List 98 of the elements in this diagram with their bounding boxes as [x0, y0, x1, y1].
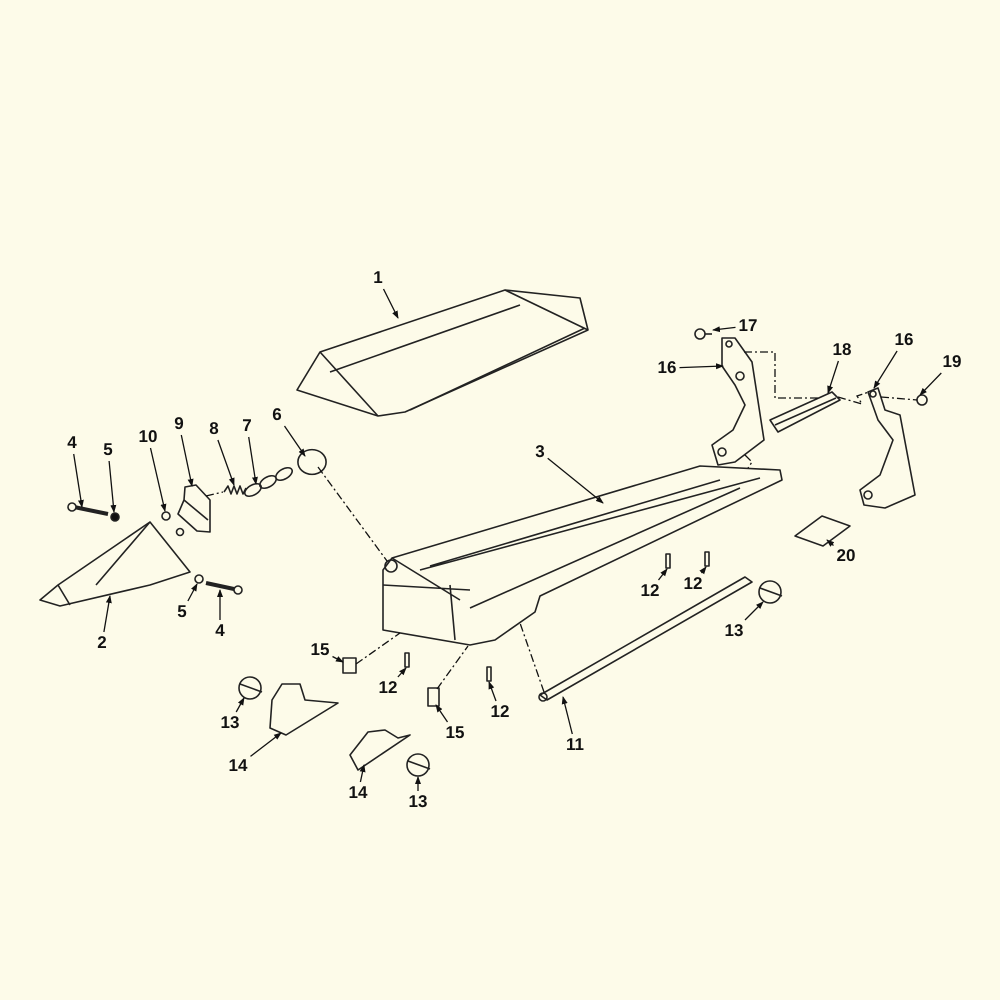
- callout-number: 15: [446, 724, 464, 742]
- leader-line: [217, 440, 235, 486]
- plate-drawing: [794, 515, 851, 547]
- callout-number: 2: [97, 634, 107, 652]
- clip-drawing: [406, 753, 430, 777]
- centerline: [356, 632, 400, 665]
- bracket-drawing: [177, 484, 211, 533]
- callout-number: 11: [566, 736, 584, 754]
- callout-number: 13: [220, 714, 240, 732]
- centerline: [744, 351, 818, 399]
- callout-number: 16: [658, 359, 676, 377]
- leader-line: [873, 350, 898, 389]
- centerline: [436, 646, 469, 690]
- callout-number: 5: [177, 603, 187, 621]
- chain-link-drawing: [297, 448, 327, 476]
- leader-line: [679, 363, 724, 370]
- centerline: [744, 454, 753, 468]
- leader-line: [248, 436, 258, 485]
- leader-line: [919, 372, 942, 396]
- leader-line: [488, 681, 497, 702]
- leader-line: [150, 448, 166, 512]
- leader-line: [73, 454, 84, 508]
- callout-number: 16: [894, 331, 914, 349]
- pin-drawing: [665, 553, 671, 569]
- bracket-drawing: [859, 387, 916, 509]
- crop-divider-drawing: [39, 521, 191, 607]
- leader-line: [217, 589, 223, 620]
- leader-line: [827, 360, 840, 394]
- chain-drawing: [244, 466, 293, 498]
- leader-line: [415, 776, 421, 791]
- callout-number: 12: [640, 582, 660, 600]
- pin-drawing: [704, 551, 710, 567]
- spring-drawing: [223, 485, 247, 495]
- callout-number: 13: [408, 793, 428, 811]
- callout-number: 14: [348, 784, 368, 802]
- callout-number: 10: [138, 428, 158, 446]
- bolt-drawing: [206, 581, 243, 595]
- callout-number: 3: [535, 443, 545, 461]
- callout-number: 8: [209, 420, 219, 438]
- callout-number: 6: [272, 406, 282, 424]
- leader-line: [187, 583, 198, 602]
- leader-line: [284, 426, 306, 457]
- callout-number: 4: [215, 622, 225, 640]
- callout-number: 15: [310, 641, 330, 659]
- leader-line: [397, 667, 407, 678]
- leader-line: [108, 460, 116, 513]
- leader-line: [250, 732, 282, 757]
- leader-line: [699, 566, 707, 574]
- callout-number: 20: [836, 547, 856, 565]
- nut-drawing: [194, 574, 204, 584]
- bracket-drawing: [711, 337, 765, 466]
- leader-line: [382, 288, 399, 319]
- nut-drawing: [110, 512, 120, 522]
- callout-number: 9: [174, 415, 184, 433]
- leader-line: [103, 595, 112, 632]
- nut-drawing: [161, 511, 171, 521]
- pin-drawing: [486, 666, 492, 682]
- leader-line: [547, 458, 604, 504]
- callout-number: 19: [942, 353, 962, 371]
- plate-drawing: [269, 683, 339, 736]
- clip-drawing: [427, 687, 440, 707]
- channel-drawing: [769, 391, 841, 433]
- bolt-drawing: [67, 502, 108, 516]
- callout-number: 4: [67, 434, 77, 452]
- leader-line: [332, 656, 344, 663]
- centerline: [880, 396, 918, 401]
- leader-line: [236, 697, 245, 712]
- plate-drawing: [349, 729, 411, 771]
- centerline: [206, 491, 224, 497]
- nut-drawing: [916, 394, 928, 406]
- callout-number: 14: [228, 757, 248, 775]
- clip-drawing: [238, 676, 262, 700]
- leader-line: [658, 568, 668, 580]
- clip-drawing: [342, 657, 357, 674]
- hood-drawing: [296, 289, 589, 417]
- leader-line: [562, 696, 573, 734]
- pin-drawing: [404, 652, 410, 668]
- leader-line: [180, 434, 194, 487]
- leader-line: [744, 601, 764, 620]
- centerline: [317, 466, 388, 562]
- callout-number: 7: [242, 417, 252, 435]
- leader-line: [712, 326, 736, 332]
- leader-line: [826, 539, 834, 547]
- callout-number: 17: [738, 317, 758, 335]
- centerline: [519, 622, 545, 692]
- leader-line: [435, 704, 448, 722]
- centerline: [838, 391, 870, 406]
- callout-number: 12: [684, 575, 702, 593]
- callout-number: 13: [724, 622, 744, 640]
- callout-number: 5: [103, 441, 113, 459]
- callout-number: 18: [832, 341, 852, 359]
- clip-drawing: [758, 580, 782, 604]
- bolt-drawing: [694, 328, 712, 340]
- leader-line: [360, 764, 366, 782]
- rod-drawing: [538, 576, 753, 702]
- callout-number: 12: [378, 679, 398, 697]
- callout-number: 12: [490, 703, 510, 721]
- callout-number: 1: [373, 269, 383, 287]
